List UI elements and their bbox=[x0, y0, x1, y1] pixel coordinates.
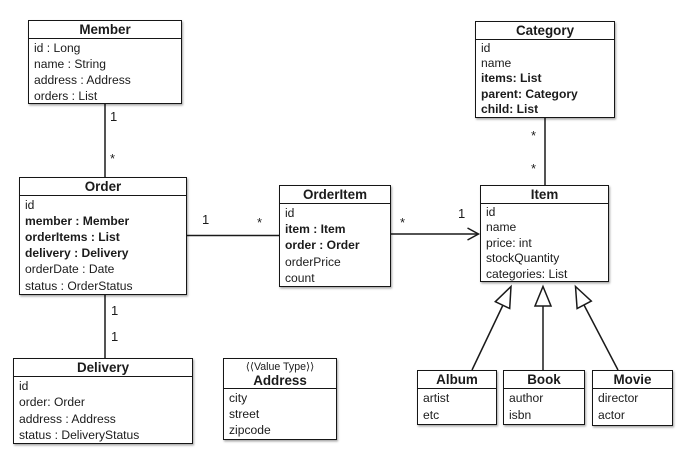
class-title-address: Address bbox=[253, 373, 307, 388]
class-title-item: Item bbox=[481, 186, 608, 204]
attribute-row: status : DeliveryStatus bbox=[19, 428, 140, 442]
multiplicity-label: * bbox=[400, 215, 406, 230]
attribute-row: stockQuantity bbox=[486, 251, 560, 265]
attribute-row: name bbox=[481, 55, 512, 70]
attribute-row: etc bbox=[423, 407, 440, 422]
attribute-row: name : String bbox=[34, 56, 106, 71]
class-title-order: Order bbox=[20, 178, 186, 196]
attribute-row: order: Order bbox=[19, 395, 85, 409]
multiplicity-label: 1 bbox=[202, 212, 210, 227]
multiplicity-label: * bbox=[257, 215, 263, 230]
attribute-row: orders : List bbox=[34, 88, 98, 103]
edge-orderitem-item bbox=[390, 227, 481, 241]
edge-album-item-generalization bbox=[471, 284, 512, 371]
attribute-row: id : Long bbox=[34, 40, 81, 55]
attribute-list: director actor bbox=[593, 389, 672, 424]
attribute-row: status : OrderStatus bbox=[25, 278, 133, 293]
attribute-row: director bbox=[598, 390, 639, 405]
attribute-row: street bbox=[229, 407, 260, 422]
class-title-category: Category bbox=[476, 22, 614, 40]
attribute-row: items: List bbox=[481, 71, 542, 86]
class-box-address: ⟨⟨Value Type⟩⟩ Address city street zipco… bbox=[223, 358, 337, 440]
attribute-row: id bbox=[285, 205, 295, 220]
class-title-book: Book bbox=[504, 371, 584, 389]
attribute-row: order : Order bbox=[285, 238, 360, 253]
multiplicity-label: 1 bbox=[111, 329, 119, 344]
attribute-row: price: int bbox=[486, 235, 532, 250]
class-box-book: Book author isbn bbox=[503, 370, 585, 425]
multiplicity-label: 1 bbox=[458, 206, 466, 221]
attribute-row: artist bbox=[423, 390, 450, 405]
attribute-row: actor bbox=[598, 407, 625, 422]
attribute-row: count bbox=[285, 271, 315, 286]
multiplicity-label: 1 bbox=[110, 109, 118, 124]
attribute-row: delivery : Delivery bbox=[25, 246, 129, 261]
attribute-row: categories: List bbox=[486, 266, 568, 281]
class-box-order: Order id member : Member orderItems : Li… bbox=[19, 177, 187, 295]
attribute-row: isbn bbox=[509, 407, 532, 422]
attribute-row: orderDate : Date bbox=[25, 262, 115, 277]
class-title-movie: Movie bbox=[593, 371, 672, 389]
attribute-list: author isbn bbox=[504, 389, 584, 424]
attribute-list: id : Long name : String address : Addres… bbox=[29, 39, 181, 104]
stereotype-label: ⟨⟨Value Type⟩⟩ bbox=[245, 361, 315, 373]
attribute-list: id member : Member orderItems : List del… bbox=[20, 196, 186, 294]
multiplicity-label: * bbox=[531, 128, 537, 143]
class-box-movie: Movie director actor bbox=[592, 370, 673, 426]
class-box-member: Member id : Long name : String address :… bbox=[28, 20, 182, 104]
edge-book-item-generalization bbox=[533, 284, 553, 370]
class-box-orderitem: OrderItem id item : Item order : Order o… bbox=[279, 185, 391, 287]
class-box-item: Item id name price: int stockQuantity ca… bbox=[480, 185, 609, 282]
attribute-row: id bbox=[481, 40, 491, 55]
multiplicity-label: * bbox=[531, 161, 537, 176]
class-box-category: Category id name items: List parent: Cat… bbox=[475, 21, 615, 118]
attribute-row: address : Address bbox=[19, 411, 116, 426]
multiplicity-label: 1 bbox=[111, 303, 119, 318]
attribute-row: author bbox=[509, 390, 544, 405]
attribute-row: child: List bbox=[481, 102, 539, 117]
class-title-delivery: Delivery bbox=[14, 359, 192, 377]
attribute-row: address : Address bbox=[34, 72, 131, 87]
attribute-list: city street zipcode bbox=[224, 389, 336, 439]
attribute-row: orderItems : List bbox=[25, 229, 120, 244]
attribute-row: member : Member bbox=[25, 213, 130, 228]
class-title-orderitem: OrderItem bbox=[280, 186, 390, 204]
attribute-row: id bbox=[19, 378, 29, 393]
attribute-list: artist etc bbox=[418, 389, 496, 424]
class-header-address: ⟨⟨Value Type⟩⟩ Address bbox=[224, 359, 336, 389]
class-title-member: Member bbox=[29, 21, 181, 39]
attribute-list: id name price: int stockQuantity categor… bbox=[481, 204, 608, 282]
attribute-row: id bbox=[486, 204, 496, 219]
attribute-row: parent: Category bbox=[481, 86, 578, 101]
class-box-album: Album artist etc bbox=[417, 370, 497, 425]
attribute-row: name bbox=[486, 220, 517, 234]
attribute-row: item : Item bbox=[285, 221, 346, 236]
attribute-row: zipcode bbox=[229, 423, 271, 438]
multiplicity-label: * bbox=[110, 151, 116, 166]
attribute-list: id item : Item order : Order orderPrice … bbox=[280, 204, 390, 287]
class-box-delivery: Delivery id order: Order address : Addre… bbox=[13, 358, 193, 444]
attribute-list: id name items: List parent: Category chi… bbox=[476, 40, 614, 118]
attribute-row: id bbox=[25, 197, 35, 212]
class-title-album: Album bbox=[418, 371, 496, 389]
attribute-row: orderPrice bbox=[285, 254, 341, 269]
attribute-list: id order: Order address : Address status… bbox=[14, 377, 192, 444]
edge-movie-item-generalization bbox=[574, 284, 619, 371]
attribute-row: city bbox=[229, 391, 248, 405]
